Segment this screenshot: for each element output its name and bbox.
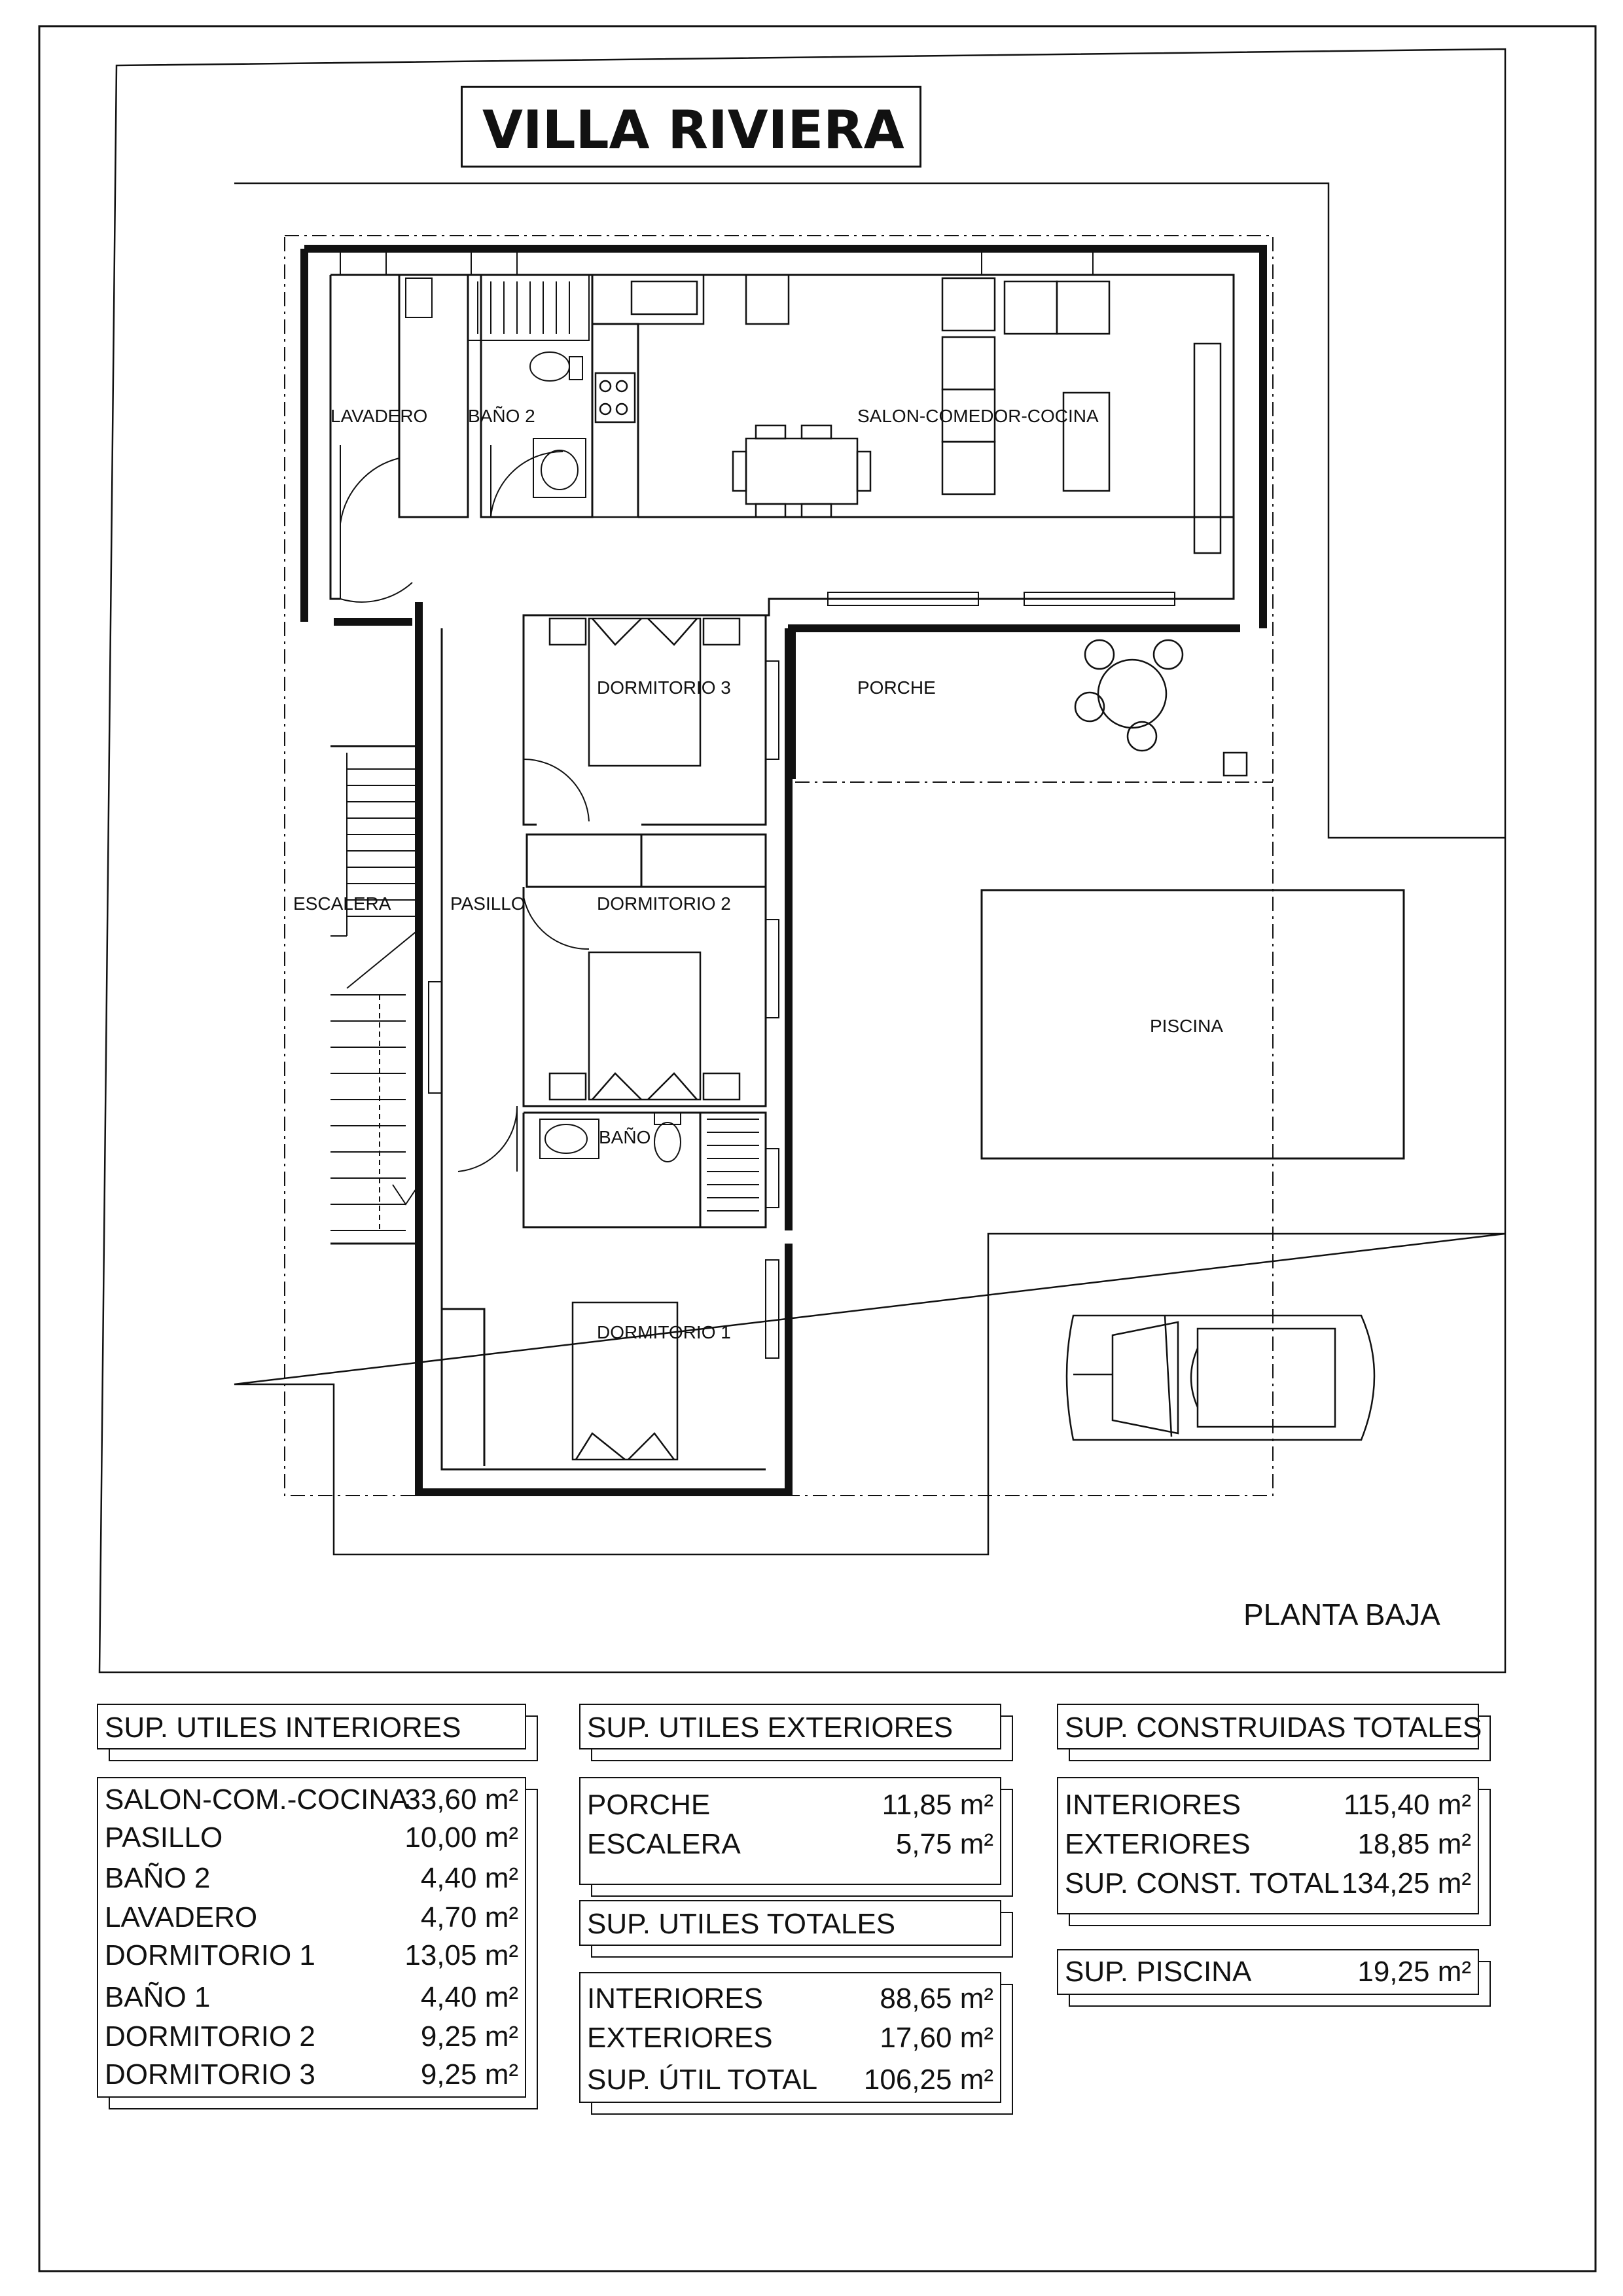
room-label-dormitorio2: DORMITORIO 2	[597, 893, 731, 914]
windows	[340, 248, 1175, 1359]
porch-table	[1074, 639, 1248, 777]
terrain-outline	[234, 182, 1506, 1556]
room-label-pasillo: PASILLO	[450, 893, 526, 914]
exterior-walls	[300, 245, 1267, 1496]
table-header-exteriores: SUP. UTILES EXTERIORES	[579, 1704, 1001, 1749]
table-header-construidas: SUP. CONSTRUIDAS TOTALES	[1057, 1704, 1482, 1749]
plan-name: PLANTA BAJA	[1243, 1598, 1440, 1632]
roof-outline	[284, 235, 1274, 1496]
pool	[980, 889, 1405, 1160]
title-box: VILLA RIVIERA	[461, 86, 921, 168]
sheet-frame	[38, 25, 1597, 2272]
dining-table	[732, 424, 872, 518]
kitchen-counter	[591, 274, 790, 518]
door-swings	[340, 445, 590, 1217]
sofa-set	[941, 277, 1222, 554]
room-label-escalera: ESCALERA	[293, 893, 391, 914]
bano-fixtures	[539, 1112, 759, 1211]
plot-boundary	[98, 48, 1507, 1674]
beds	[548, 617, 741, 1461]
room-label-dormitorio3: DORMITORIO 3	[597, 677, 731, 698]
room-label-lavadero: LAVADERO	[330, 406, 428, 426]
table-header-interiores: SUP. UTILES INTERIORES	[97, 1704, 526, 1749]
room-label-dormitorio1: DORMITORIO 1	[597, 1322, 731, 1342]
room-label-salon: SALON-COMEDOR-COCINA	[857, 406, 1099, 426]
room-label-bano2: BAÑO 2	[468, 406, 535, 426]
car	[1065, 1314, 1376, 1441]
room-label-porche: PORCHE	[857, 677, 936, 698]
room-label-piscina: PISCINA	[1150, 1016, 1224, 1036]
room-label-bano: BAÑO	[599, 1127, 651, 1147]
table-header-totales: SUP. UTILES TOTALES	[579, 1900, 1001, 1946]
stair-treads	[330, 753, 419, 1231]
bano2-fixtures	[405, 274, 590, 498]
page-title: VILLA RIVIERA	[482, 99, 904, 160]
